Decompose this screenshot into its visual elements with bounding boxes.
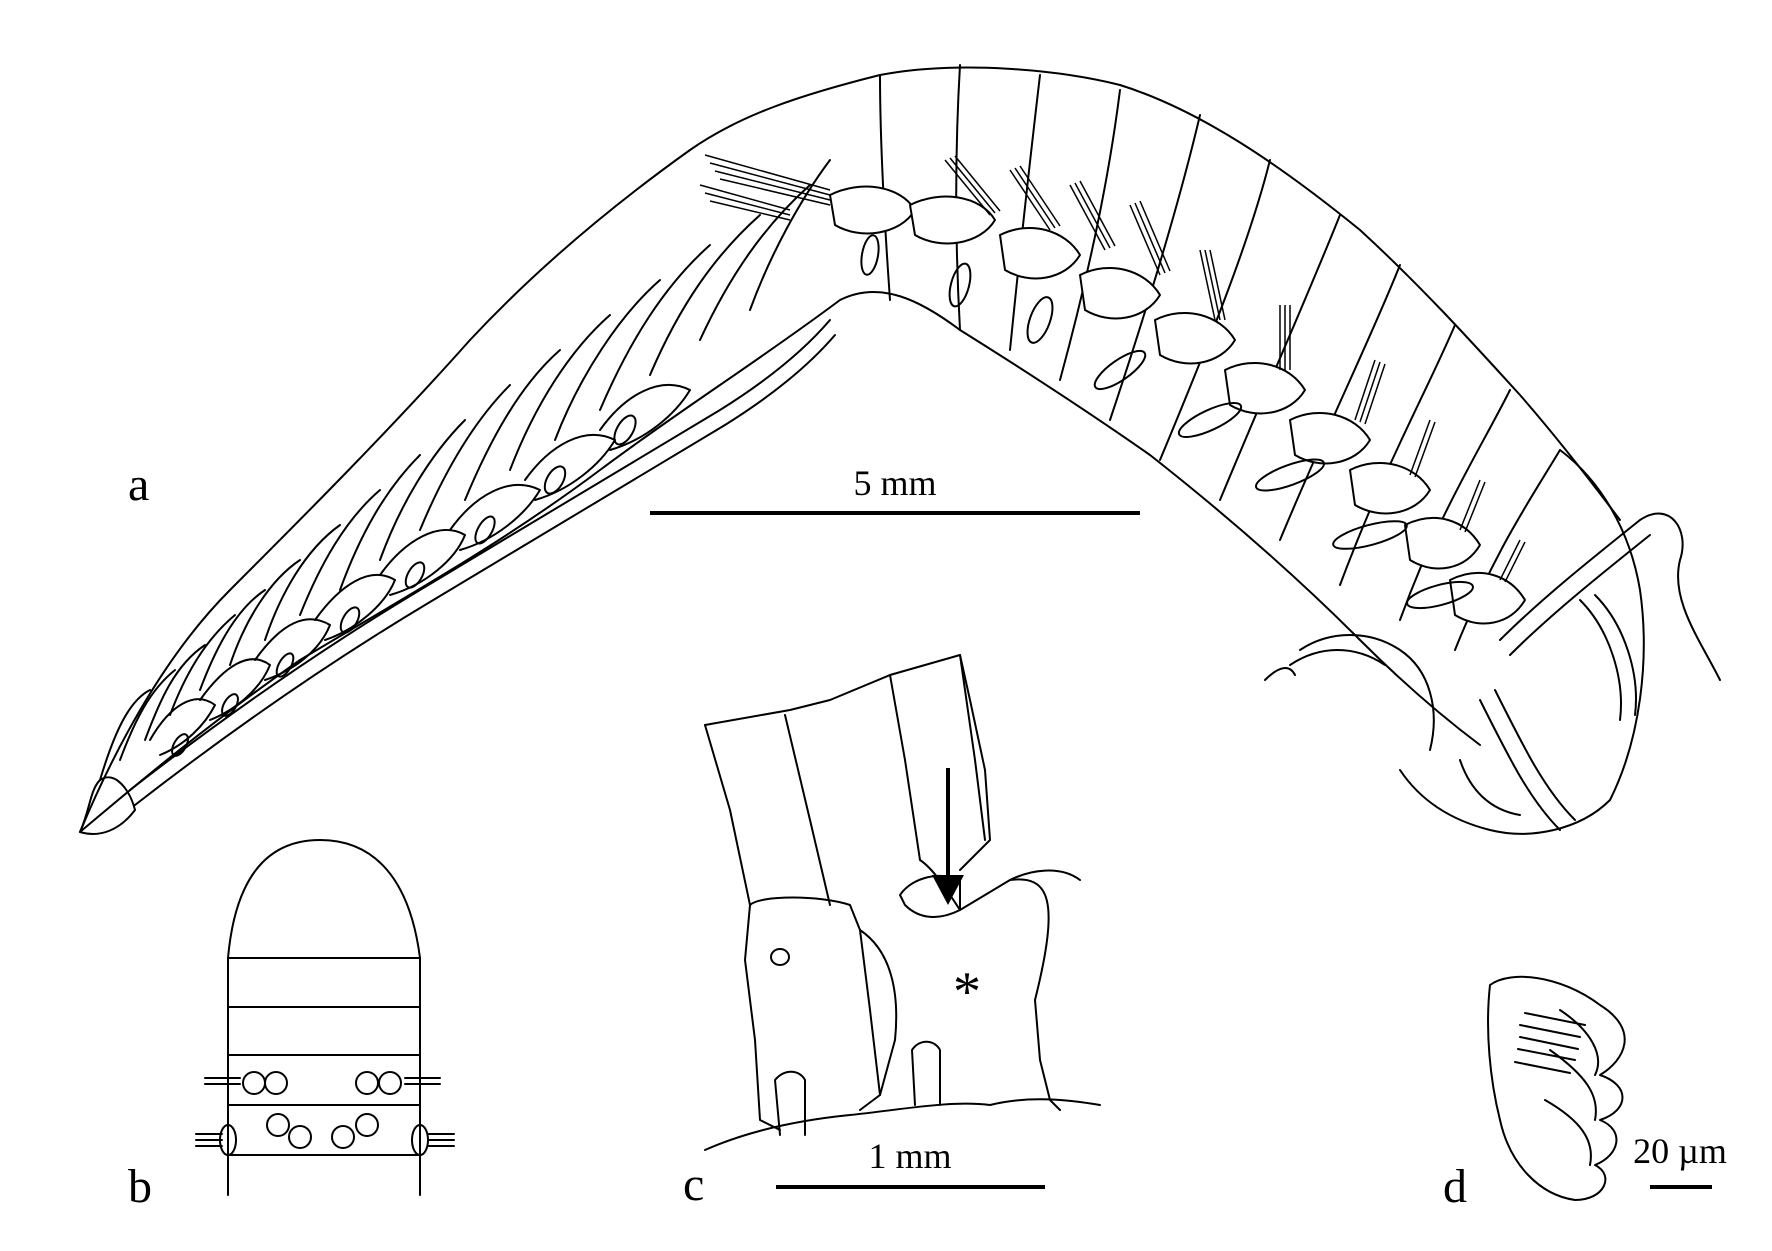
panel-a-drawing bbox=[79, 64, 1721, 835]
ozopores-posterior bbox=[171, 414, 637, 757]
arrow-head bbox=[932, 875, 964, 905]
panel-a-scale-label: 5 mm bbox=[853, 463, 936, 503]
tail-tip bbox=[79, 776, 136, 835]
pore-circle bbox=[378, 1071, 402, 1095]
pore-circle bbox=[266, 1113, 290, 1137]
panel-c-scale-label: 1 mm bbox=[868, 1136, 951, 1176]
paranota-anterior bbox=[829, 185, 1526, 625]
panel-b-drawing bbox=[195, 839, 455, 1196]
panel-d-label: d bbox=[1443, 1160, 1467, 1213]
panel-d-scale-label: 20 µm bbox=[1633, 1131, 1727, 1171]
pore-circle bbox=[242, 1071, 266, 1095]
pore-circle bbox=[355, 1071, 379, 1095]
asterisk-marker: * bbox=[953, 961, 981, 1023]
ventral-ridge-2 bbox=[134, 334, 836, 806]
antennae-and-legs bbox=[1264, 512, 1721, 831]
segment-rings-posterior bbox=[99, 159, 831, 781]
panel-c-drawing bbox=[704, 654, 1101, 1151]
pore-circle bbox=[264, 1071, 288, 1095]
pore-circle bbox=[355, 1113, 379, 1137]
ventral-ridge bbox=[129, 319, 831, 791]
head-outline bbox=[1399, 449, 1645, 835]
panel-a-label: a bbox=[128, 458, 149, 511]
dome-outline bbox=[227, 839, 421, 959]
panel-b-label: b bbox=[128, 1160, 152, 1213]
setae-tufts bbox=[699, 154, 1526, 583]
ozopores-anterior bbox=[860, 234, 1474, 610]
pore-circle bbox=[331, 1125, 355, 1149]
body-dorsal-outline bbox=[79, 66, 1621, 833]
panel-d-drawing bbox=[1487, 975, 1626, 1201]
paranota-posterior bbox=[149, 384, 691, 756]
pore-circle bbox=[288, 1125, 312, 1149]
panel-c-label: c bbox=[683, 1158, 704, 1211]
body-ventral-outline bbox=[79, 291, 1481, 833]
